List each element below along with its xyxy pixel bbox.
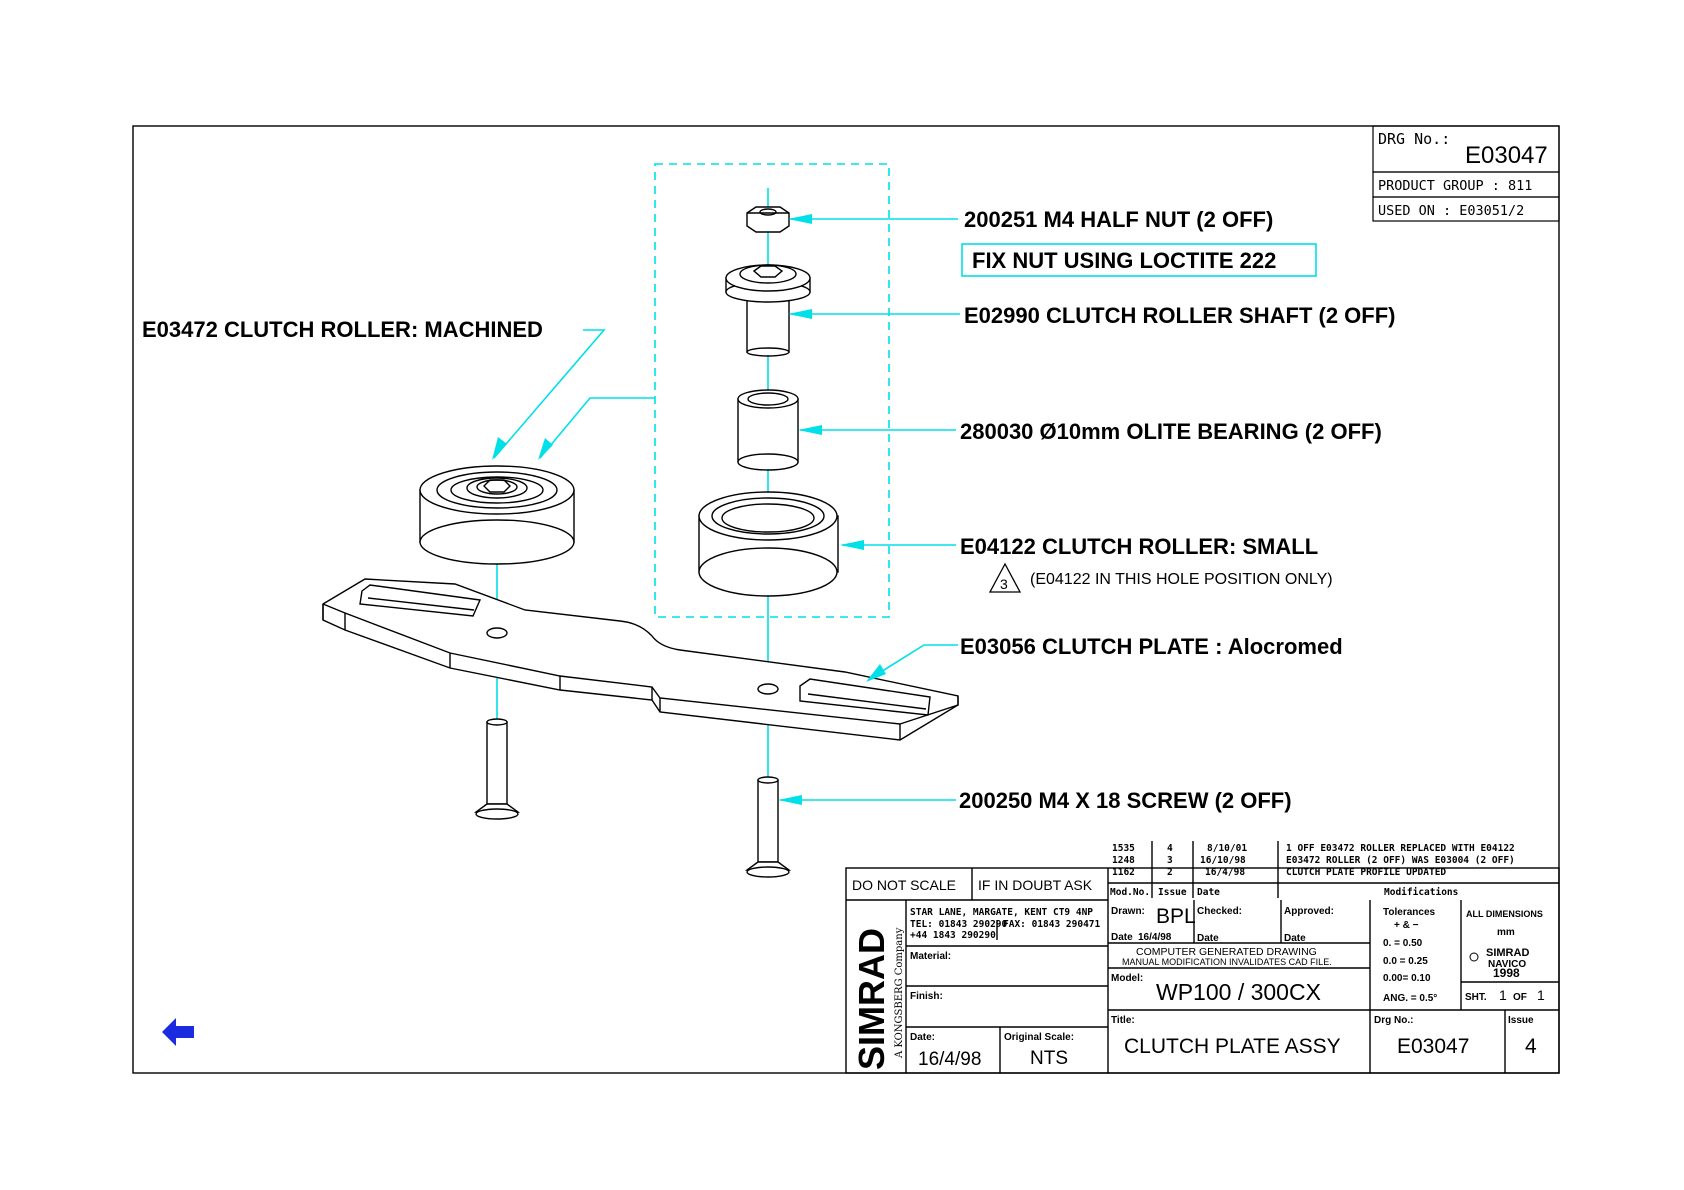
svg-text:Original Scale:: Original Scale: <box>1004 1032 1074 1043</box>
screw-left-part <box>473 718 521 820</box>
svg-text:COMPUTER GENERATED DRAWING: COMPUTER GENERATED DRAWING <box>1136 946 1317 958</box>
date-value: 16/4/98 <box>918 1049 981 1070</box>
svg-text:1248: 1248 <box>1112 855 1135 866</box>
drawn-by: BPL <box>1156 905 1196 928</box>
screw-right-part <box>744 776 792 878</box>
callout-half-nut: 200251 M4 HALF NUT (2 OFF) <box>964 207 1273 232</box>
machined-roller-part <box>419 465 575 565</box>
svg-text:4: 4 <box>1167 843 1173 854</box>
model-value: WP100 / 300CX <box>1156 979 1321 1005</box>
modifications-table: 1535 4 8/10/01 1 OFF E03472 ROLLER REPLA… <box>1108 841 1559 898</box>
svg-text:0.00= 0.10: 0.00= 0.10 <box>1383 973 1431 984</box>
svg-text:Approved:: Approved: <box>1284 906 1334 917</box>
callout-roller-machined: E03472 CLUTCH ROLLER: MACHINED <box>142 317 543 342</box>
drg-no: E03047 <box>1465 142 1548 169</box>
svg-text:16/4/98: 16/4/98 <box>1205 867 1245 878</box>
svg-text:0. = 0.50: 0. = 0.50 <box>1383 938 1423 949</box>
svg-text:1 OFF E03472 ROLLER REPLACED W: 1 OFF E03472 ROLLER REPLACED WITH E04122 <box>1286 843 1515 854</box>
svg-text:Drawn:: Drawn: <box>1111 906 1145 917</box>
svg-text:0.0 = 0.25: 0.0 = 0.25 <box>1383 956 1428 967</box>
svg-text:CLUTCH PLATE PROFILE UPDATED: CLUTCH PLATE PROFILE UPDATED <box>1286 867 1446 878</box>
svg-text:NAVICO: NAVICO <box>1488 959 1526 970</box>
svg-text:2: 2 <box>1167 867 1173 878</box>
svg-text:E03472 ROLLER (2 OFF) WAS E030: E03472 ROLLER (2 OFF) WAS E03004 (2 OFF) <box>1286 855 1515 866</box>
svg-text:1: 1 <box>1499 987 1507 1003</box>
roller-shaft-part <box>725 264 811 357</box>
svg-text:Issue: Issue <box>1158 887 1187 898</box>
svg-text:Date: Date <box>1197 933 1219 944</box>
svg-text:1998: 1998 <box>1493 966 1520 980</box>
svg-text:1: 1 <box>1537 987 1545 1003</box>
clutch-plate-part <box>322 578 959 741</box>
callout-plate: E03056 CLUTCH PLATE : Alocromed <box>960 634 1343 659</box>
orig-scale-value: NTS <box>1030 1048 1068 1069</box>
svg-text:Mod.No.: Mod.No. <box>1110 887 1150 898</box>
svg-text:Date: Date <box>1197 887 1220 898</box>
company-sub: A KONGSBERG Company <box>894 927 905 1059</box>
issue-triangle-icon: 3 <box>988 562 1022 593</box>
used-on: USED ON : E03051/2 <box>1378 203 1524 219</box>
fix-nut-box <box>961 243 1317 277</box>
small-roller-part <box>698 491 839 597</box>
finish-label: Finish: <box>910 991 943 1002</box>
drawing-title: CLUTCH PLATE ASSY <box>1124 1035 1341 1058</box>
svg-text:MANUAL MODIFICATION INVALIDATE: MANUAL MODIFICATION INVALIDATES CAD FILE… <box>1122 957 1332 967</box>
svg-text:Date: Date <box>1284 933 1306 944</box>
callout-screw: 200250 M4 X 18 SCREW (2 OFF) <box>959 788 1292 813</box>
svg-text:8/10/01: 8/10/01 <box>1207 843 1247 854</box>
svg-text:ALL DIMENSIONS: ALL DIMENSIONS <box>1466 909 1543 919</box>
svg-text:Title:: Title: <box>1111 1015 1135 1026</box>
svg-text:STAR LANE, MARGATE, KENT CT9 4: STAR LANE, MARGATE, KENT CT9 4NP <box>910 907 1093 918</box>
title-block: DO NOT SCALE IF IN DOUBT ASK SIMRAD A KO… <box>845 867 1560 1074</box>
callout-fix-nut: FIX NUT USING LOCTITE 222 <box>972 248 1276 273</box>
material-label: Material: <box>910 951 951 962</box>
svg-text:OF: OF <box>1513 992 1527 1003</box>
svg-text:+44 1843 290290: +44 1843 290290 <box>910 930 996 941</box>
back-arrow-icon[interactable] <box>162 1018 194 1046</box>
callout-bearing: 280030 Ø10mm OLITE BEARING (2 OFF) <box>960 419 1382 444</box>
subassembly-box <box>654 163 890 618</box>
title-drg-no: E03047 <box>1397 1035 1469 1058</box>
callout-roller-small-note: (E04122 IN THIS HOLE POSITION ONLY) <box>1030 571 1333 588</box>
svg-text:Modifications: Modifications <box>1384 887 1458 898</box>
svg-text:1535: 1535 <box>1112 843 1135 854</box>
svg-text:+ & −: + & − <box>1394 920 1419 931</box>
svg-text:Date:: Date: <box>910 1032 935 1043</box>
svg-text:1162: 1162 <box>1112 867 1135 878</box>
drg-no-label: DRG No.: <box>1378 130 1450 148</box>
if-in-doubt: IF IN DOUBT ASK <box>978 877 1093 893</box>
svg-text:SIMRAD: SIMRAD <box>1486 947 1529 959</box>
svg-text:3: 3 <box>1167 855 1173 866</box>
svg-text:16/4/98: 16/4/98 <box>1138 932 1172 943</box>
svg-text:Checked:: Checked: <box>1197 906 1242 917</box>
company-logo: SIMRAD <box>851 928 892 1070</box>
do-not-scale: DO NOT SCALE <box>852 877 956 893</box>
svg-text:16/10/98: 16/10/98 <box>1200 855 1246 866</box>
svg-text:SHT.: SHT. <box>1465 992 1487 1003</box>
svg-text:Tolerances: Tolerances <box>1383 907 1435 918</box>
leader-lines <box>492 214 960 805</box>
svg-text:TEL: 01843 290290: TEL: 01843 290290 <box>910 919 1008 930</box>
svg-text:FAX: 01843 290471: FAX: 01843 290471 <box>1003 919 1101 930</box>
drg-header-box: DRG No.: E03047 PRODUCT GROUP : 811 USED… <box>1372 125 1560 222</box>
svg-text:mm: mm <box>1497 927 1515 938</box>
svg-text:Model:: Model: <box>1111 973 1143 984</box>
bearing-part <box>737 389 799 471</box>
svg-text:3: 3 <box>1000 576 1008 592</box>
svg-text:Date: Date <box>1111 932 1133 943</box>
half-nut-part <box>746 206 790 233</box>
callout-roller-small: E04122 CLUTCH ROLLER: SMALL <box>960 534 1318 559</box>
issue-no: 4 <box>1525 1035 1537 1058</box>
callout-roller-shaft: E02990 CLUTCH ROLLER SHAFT (2 OFF) <box>964 303 1395 328</box>
product-group: PRODUCT GROUP : 811 <box>1378 178 1532 194</box>
svg-text:Issue: Issue <box>1508 1015 1534 1026</box>
svg-text:ANG. = 0.5°: ANG. = 0.5° <box>1383 993 1437 1004</box>
svg-text:Drg No.:: Drg No.: <box>1374 1015 1413 1026</box>
